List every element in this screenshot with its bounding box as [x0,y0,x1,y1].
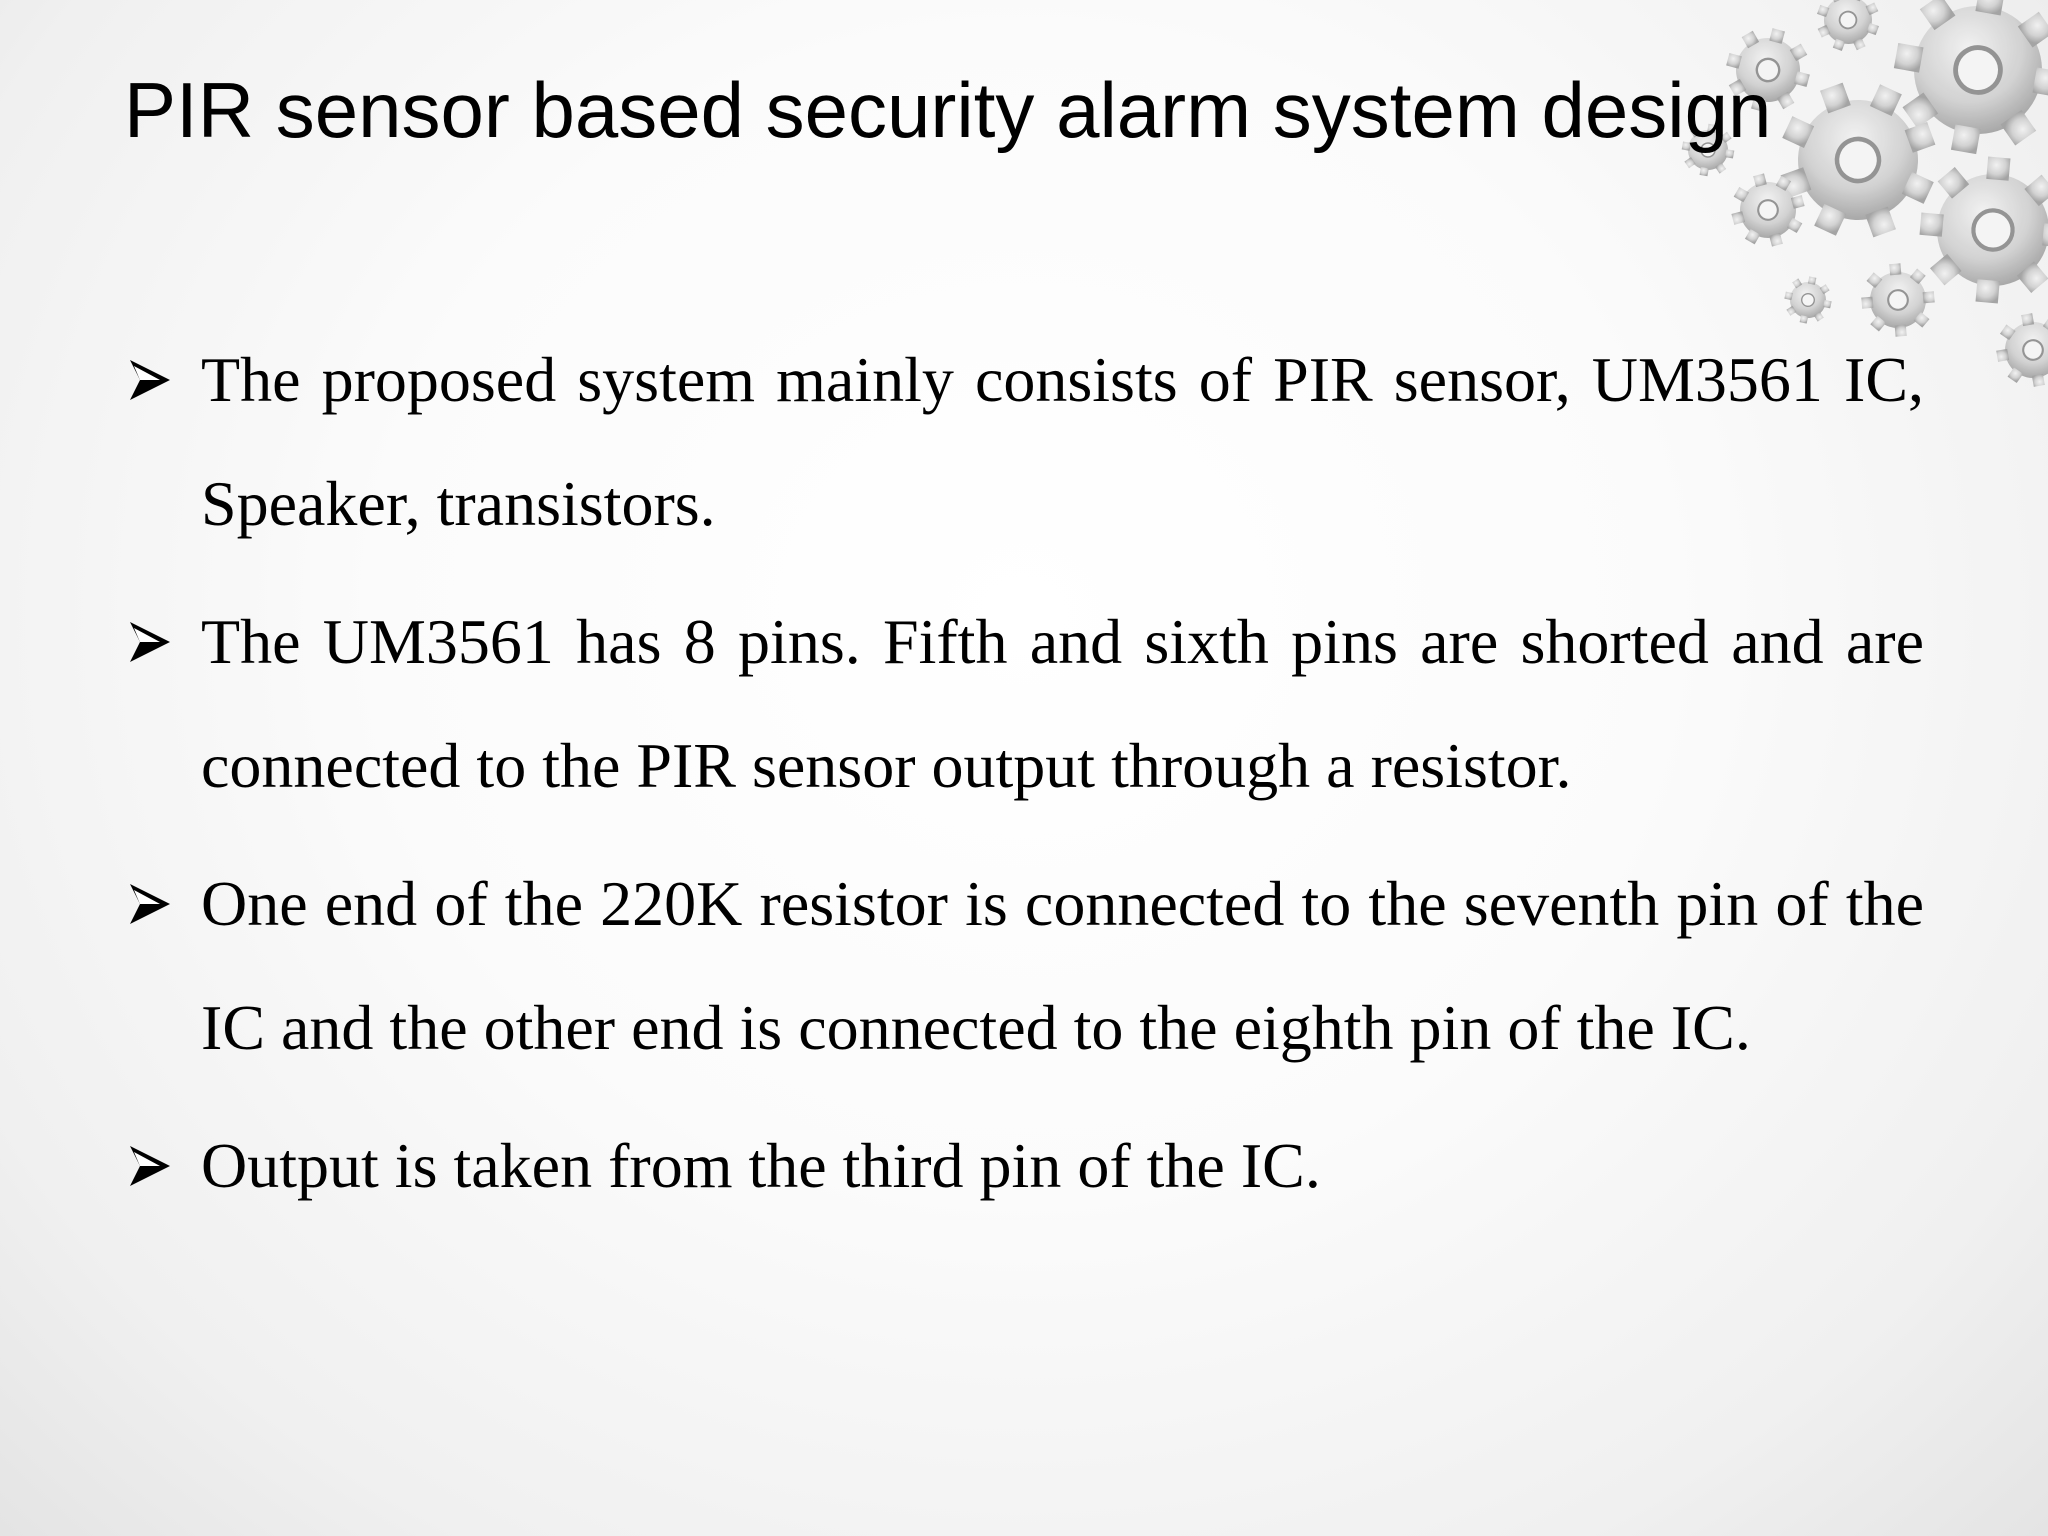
arrowhead-bullet-icon [130,1146,170,1186]
bullet-text: The UM3561 has 8 pins. Fifth and sixth p… [201,606,1924,801]
arrowhead-bullet-icon [130,360,170,400]
list-item: Output is taken from the third pin of th… [124,1104,1924,1228]
list-item: The proposed system mainly consists of P… [124,318,1924,566]
arrowhead-bullet-icon [130,622,170,662]
bullet-text: The proposed system mainly consists of P… [201,344,1924,539]
bullet-text: One end of the 220K resistor is connecte… [201,868,1924,1063]
list-item: One end of the 220K resistor is connecte… [124,842,1924,1090]
bullet-text: Output is taken from the third pin of th… [201,1130,1321,1201]
slide-title: PIR sensor based security alarm system d… [124,66,1772,154]
list-item: The UM3561 has 8 pins. Fifth and sixth p… [124,580,1924,828]
arrowhead-bullet-icon [130,884,170,924]
bullet-list: The proposed system mainly consists of P… [124,318,1924,1242]
